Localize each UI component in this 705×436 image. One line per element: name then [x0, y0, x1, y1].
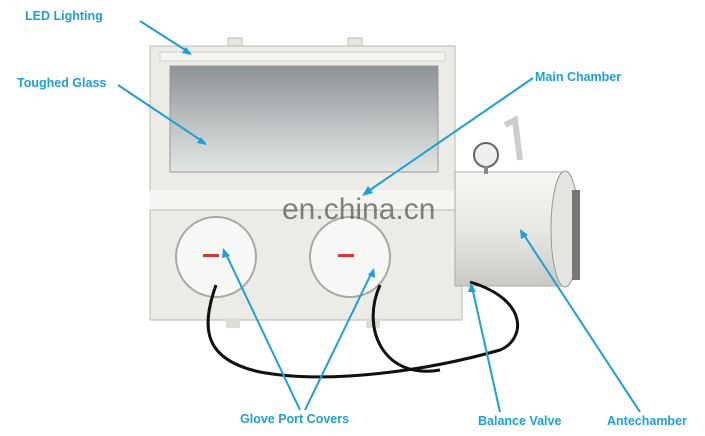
led-light-bar [159, 51, 446, 62]
label-main-chamber: Main Chamber [535, 70, 622, 84]
main-chamber-body [149, 37, 463, 328]
label-toughed-glass: Toughed Glass [17, 76, 107, 90]
annotation-arrows [117, 20, 641, 413]
glove-port-right [309, 216, 391, 298]
glass-window [169, 65, 439, 173]
watermark: en.china.cn [282, 193, 436, 226]
label-glove-port-covers: Glove Port Covers [240, 412, 350, 426]
antechamber-body [454, 115, 580, 288]
hose [206, 280, 520, 379]
hose [371, 284, 441, 373]
pressure-gauge [473, 142, 499, 168]
label-antechamber: Antechamber [607, 414, 687, 428]
label-led-lighting: LED Lighting [25, 9, 103, 23]
label-balance-valve: Balance Valve [478, 414, 562, 428]
